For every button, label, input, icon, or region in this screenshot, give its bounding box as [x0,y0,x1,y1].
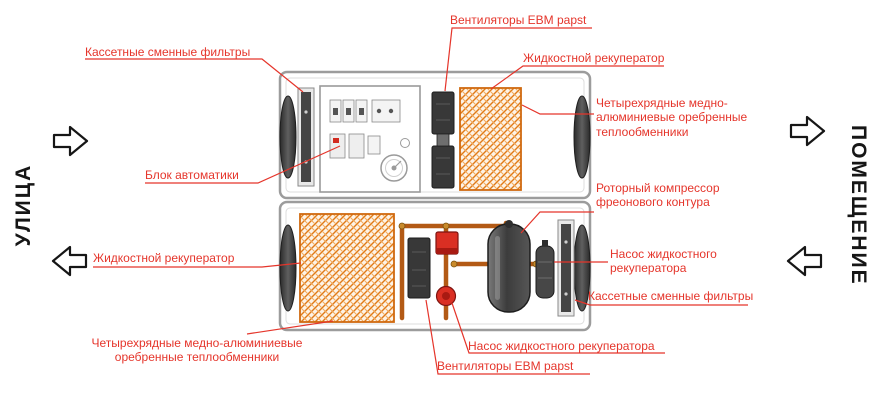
leader-cassette-filters-bottom [574,299,748,306]
label-rotary-compressor: Роторный компрессор фреонового контура [596,181,720,210]
duct-opening-top-right [573,95,591,179]
label-automation-block: Блок автоматики [145,168,239,182]
automation-panel [319,85,421,193]
filter-slot-bottom [557,219,575,317]
panel-gauge [380,154,408,182]
duct-opening-top-left [279,95,297,179]
leader-liquid-recuperator-top [490,65,664,90]
airflow-arrows [51,115,826,277]
duct-openings [279,95,591,312]
leader-heat-exchangers-bottom [246,320,334,335]
leader-fans-top [444,27,592,92]
label-fans-top: Вентиляторы EBM papst [450,13,587,27]
airflow-arrow-room-supply-icon [789,115,826,147]
leader-heat-exchangers-right [521,104,594,115]
leader-automation-block [145,145,341,184]
label-pump-right: Насос жидкостного рекуператора [610,247,717,276]
fan-module-bottom [407,237,431,299]
filter-slot-top [297,87,315,187]
leader-pump-bottom [451,302,665,354]
airflow-arrow-street-intake-icon [52,125,89,157]
duct-opening-bottom-left [279,224,297,312]
label-heat-exchangers-right: Четырехрядные медно-алюминиевые оребренн… [596,96,748,139]
label-cassette-filters-top: Кассетные сменные фильтры [85,45,251,59]
label-fans-bottom: Вентиляторы EBM papst [437,359,574,373]
panel-components [329,99,410,159]
recuperator-pump [435,231,459,307]
leader-lines [85,27,748,375]
leader-cassette-filters-top [85,58,304,93]
compressor [487,220,531,313]
label-pump-bottom: Насос жидкостного рекуператора [468,339,655,353]
heat-exchanger-coil-top [459,87,522,191]
label-liquid-recuperator-top: Жидкостной рекуператор [523,51,665,65]
label-heat-exchangers-bottom: Четырехрядные медно-алюминиевые оребренн… [91,336,303,365]
label-liquid-recuperator-bottom: Жидкостной рекуператор [93,251,235,265]
fan-module-top [431,91,455,189]
pump-unit-right [535,240,555,299]
airflow-arrow-street-exhaust-icon [51,245,88,277]
heat-exchanger-coil-bottom [299,213,395,323]
airflow-arrow-room-return-icon [786,245,823,277]
label-cassette-filters-bottom: Кассетные сменные фильтры [588,289,754,303]
leader-liquid-recuperator-bottom [93,262,302,268]
leader-fans-bottom [425,299,590,375]
leader-rotary-compressor [520,211,594,234]
